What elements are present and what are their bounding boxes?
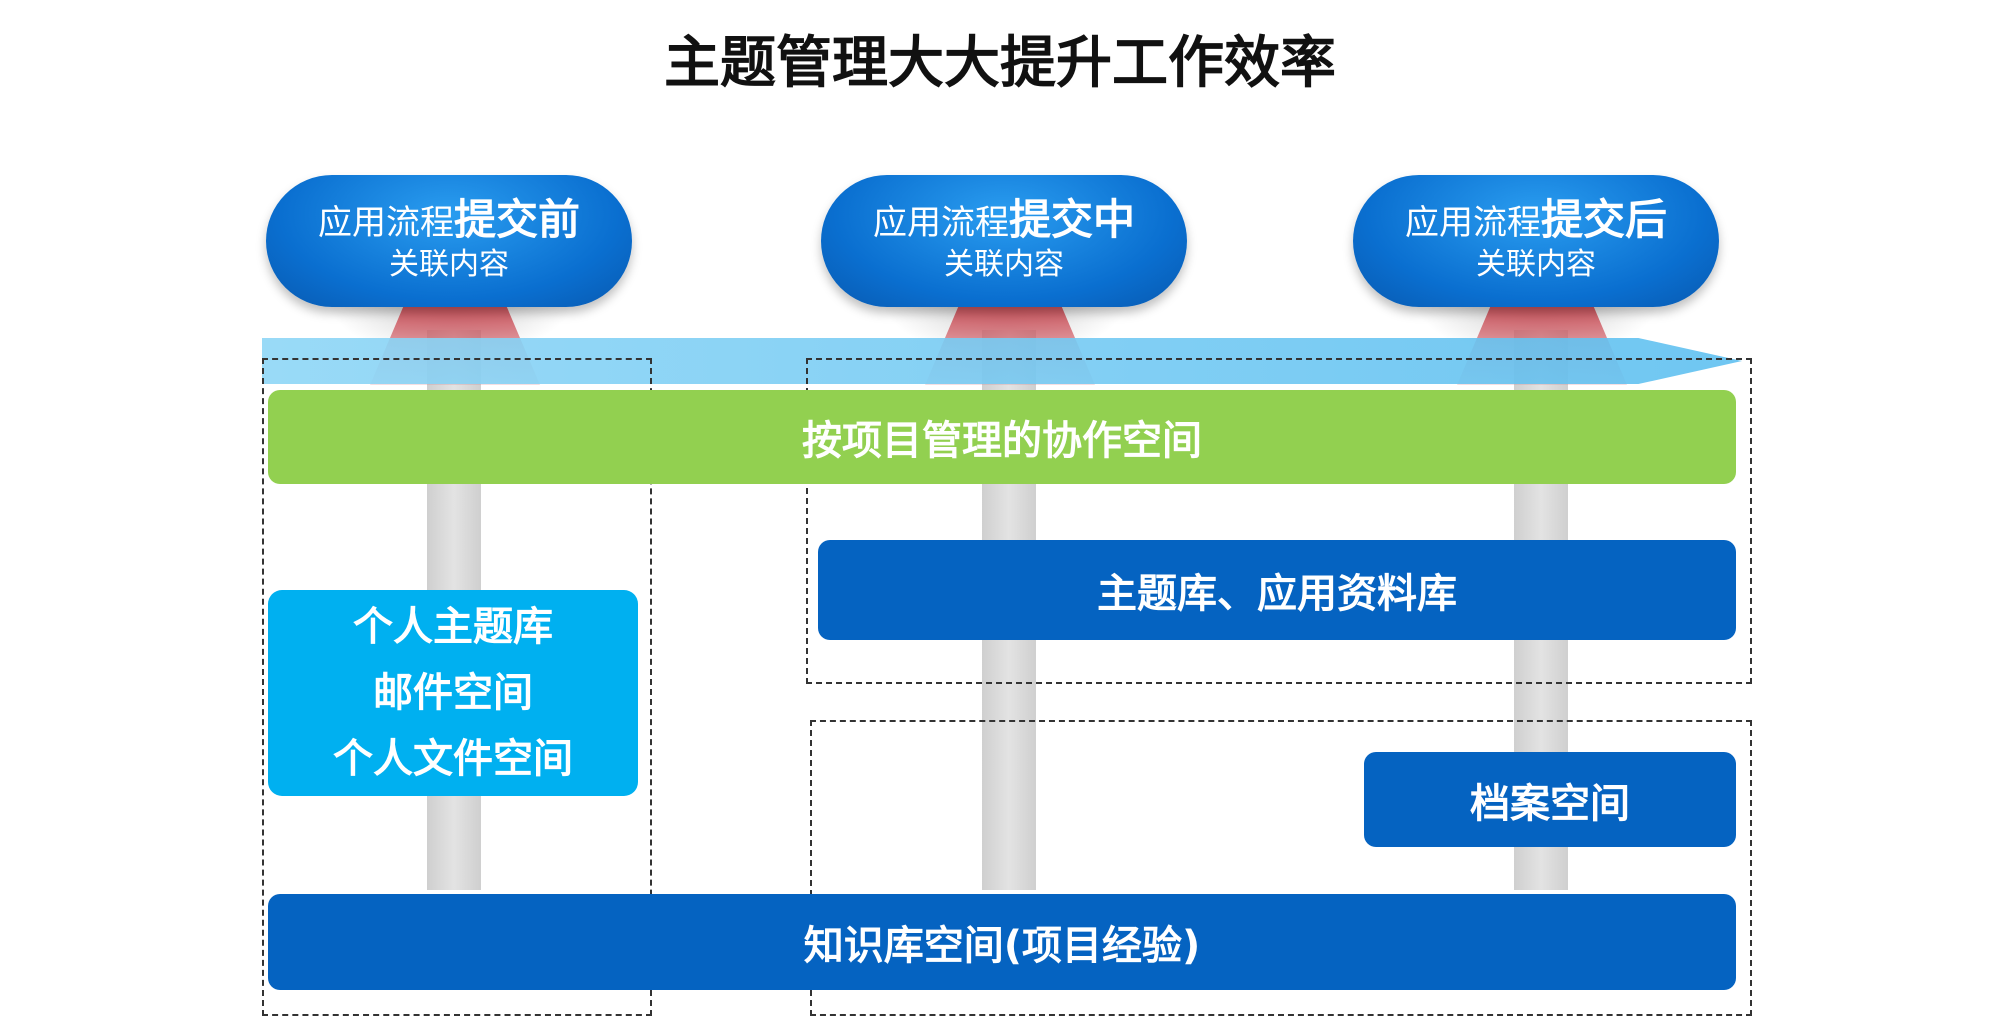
process-arrow: [262, 338, 1742, 384]
stage-sub: 关联内容: [1476, 246, 1596, 282]
stage-prefix: 应用流程: [1404, 202, 1541, 243]
stage-emphasis: 提交中: [1008, 194, 1135, 244]
personal-line: 个人主题库: [353, 604, 553, 650]
archive-space-bar: 档案空间: [1364, 752, 1736, 847]
project-group-frame: [806, 358, 1752, 684]
knowledge-base-bar: 知识库空间(项目经验): [268, 894, 1736, 990]
collab-space-label: 按项目管理的协作空间: [802, 418, 1202, 464]
personal-space-box: 个人主题库 邮件空间 个人文件空间: [268, 590, 638, 796]
personal-line: 邮件空间: [373, 670, 533, 716]
collab-space-bar: 按项目管理的协作空间: [268, 390, 1736, 484]
stage-emphasis: 提交后: [1540, 194, 1667, 244]
stage-before-pill: 应用流程提交前 关联内容: [266, 175, 632, 307]
stage-prefix: 应用流程: [872, 202, 1009, 243]
stage-sub: 关联内容: [944, 246, 1064, 282]
stage-prefix: 应用流程: [317, 202, 454, 243]
personal-line: 个人文件空间: [333, 736, 573, 782]
topic-library-bar: 主题库、应用资料库: [818, 540, 1736, 640]
stage-sub: 关联内容: [389, 246, 509, 282]
archive-space-label: 档案空间: [1470, 780, 1630, 827]
topic-library-label: 主题库、应用资料库: [1097, 571, 1457, 617]
page-title: 主题管理大大提升工作效率: [664, 31, 1336, 96]
stage-after-pill: 应用流程提交后 关联内容: [1353, 175, 1719, 307]
knowledge-base-label: 知识库空间(项目经验): [803, 923, 1201, 969]
stage-emphasis: 提交前: [453, 194, 580, 244]
stage-during-pill: 应用流程提交中 关联内容: [821, 175, 1187, 307]
